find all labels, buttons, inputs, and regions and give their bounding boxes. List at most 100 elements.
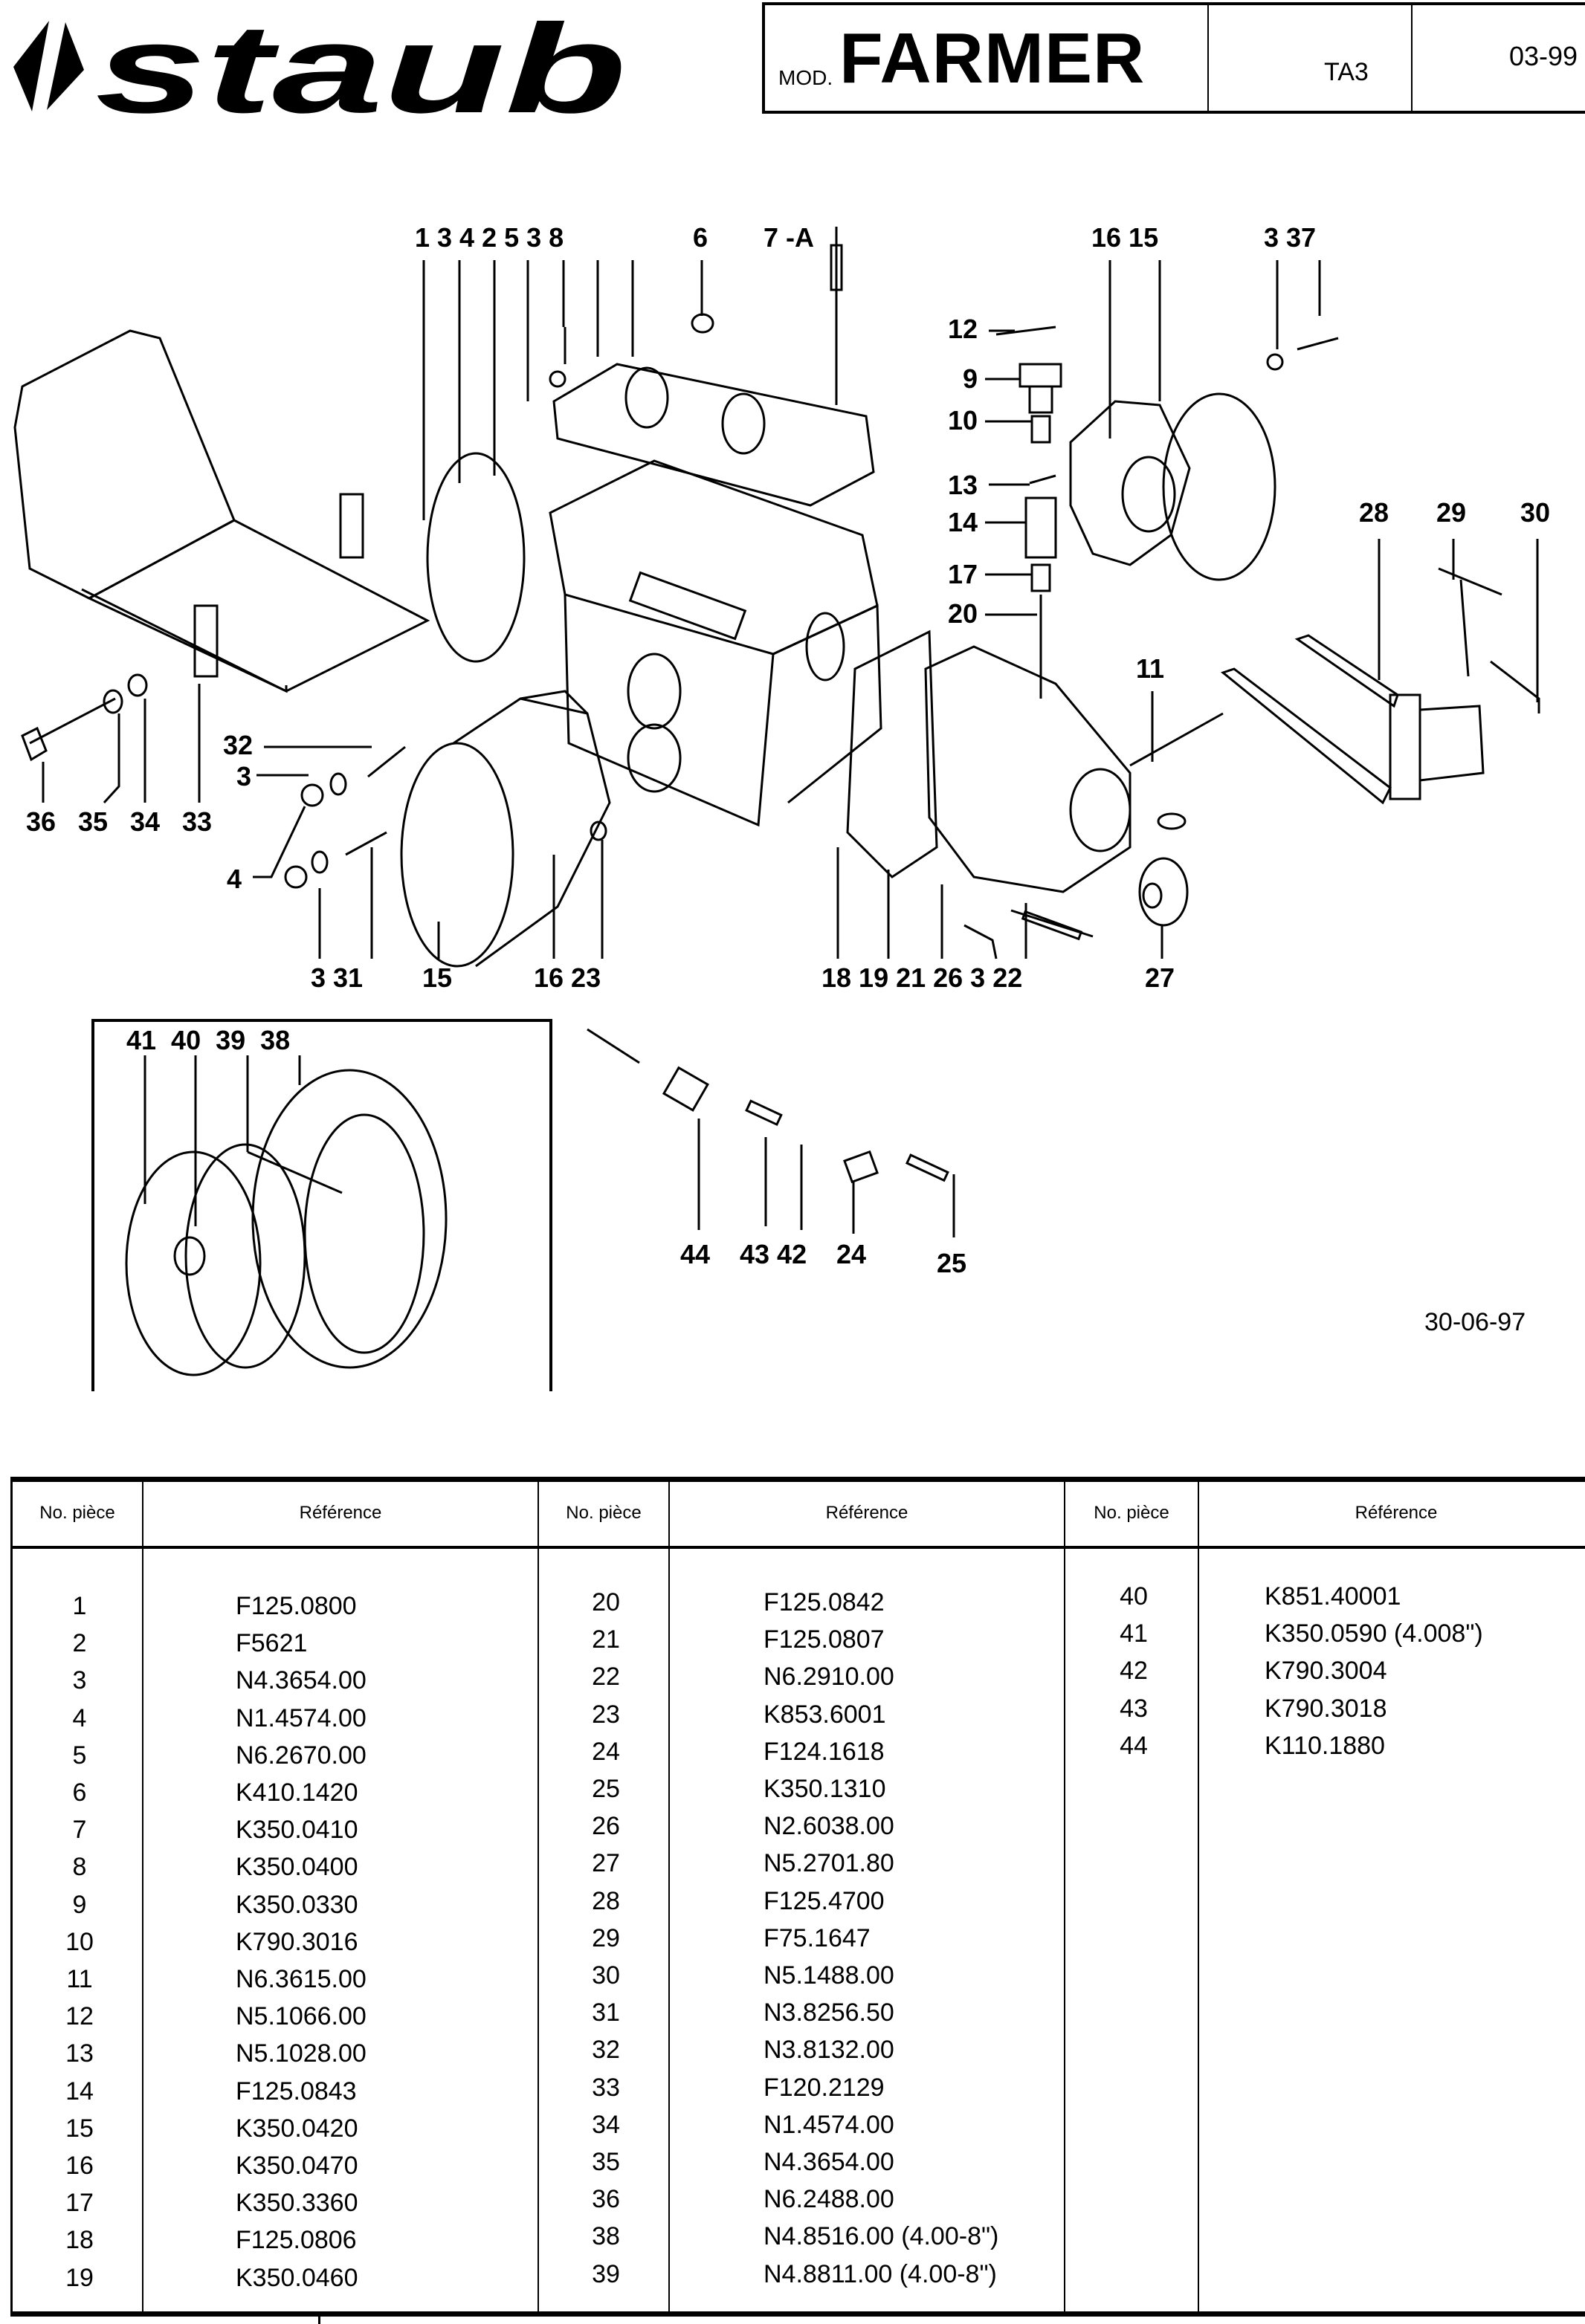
part-number: 38 [592, 2222, 620, 2251]
top-cover-drawing [552, 227, 875, 507]
part-number: 40 [1120, 1582, 1148, 1611]
part-number: 7 [72, 1816, 87, 1845]
bottom-rule [10, 2311, 1585, 2317]
staub-logo: staub [13, 13, 627, 125]
part-reference: F125.0843 [236, 2077, 357, 2105]
callout-16-15: 16 15 [1091, 222, 1158, 253]
part-number: 21 [592, 1625, 620, 1654]
code-cell: TA3 [1209, 5, 1413, 111]
date-cell: 03-99 [1413, 5, 1585, 111]
header-no-piece-3: No. pièce [1094, 1503, 1169, 1523]
callout-16-23: 16 23 [534, 962, 601, 993]
part-reference: F125.0842 [764, 1588, 885, 1616]
part-reference: N4.3654.00 [764, 2148, 894, 2176]
part-number: 17 [65, 2189, 94, 2218]
callout-25: 25 [937, 1248, 966, 1278]
part-reference: K790.3004 [1265, 1657, 1387, 1686]
header-divider [13, 1546, 1585, 1549]
shifter-parts-drawing [995, 326, 1062, 699]
part-number: 5 [72, 1741, 87, 1770]
part-number: 34 [592, 2110, 620, 2139]
callout-10: 10 [948, 405, 978, 436]
callout-20: 20 [948, 598, 978, 629]
logo-diamond-icon [13, 21, 84, 111]
part-number: 36 [592, 2185, 620, 2214]
side-cover-drawing [1069, 392, 1276, 581]
part-number: 42 [1120, 1657, 1148, 1686]
column-divider [538, 1482, 539, 2314]
callout-27: 27 [1145, 962, 1175, 993]
model-name: FARMER [839, 19, 1146, 98]
part-reference: N6.2488.00 [764, 2185, 894, 2214]
column-divider [668, 1482, 670, 2314]
part-reference: N6.2910.00 [764, 1663, 894, 1692]
rear-housing-drawing [846, 629, 1189, 941]
part-reference: F125.0806 [236, 2226, 357, 2255]
logo-wordmark: staub [95, 13, 627, 125]
callout-34: 34 [130, 806, 160, 837]
part-number: 1 [72, 1592, 87, 1620]
part-reference: F124.1618 [764, 1737, 885, 1766]
callout-6: 6 [693, 222, 708, 253]
part-number: 16 [65, 2152, 94, 2180]
part-reference: N1.4574.00 [764, 2110, 894, 2139]
header-reference-3: Référence [1355, 1503, 1438, 1523]
callout-14: 14 [948, 507, 978, 537]
callout-15: 15 [422, 962, 452, 993]
part-reference: K350.0410 [236, 1816, 358, 1845]
title-block: MOD. FARMER TA3 03-99 [762, 2, 1585, 114]
part-number: 10 [65, 1927, 94, 1956]
part-number: 19 [65, 2263, 94, 2292]
callout-11: 11 [1136, 653, 1164, 684]
part-reference: K350.0420 [236, 2114, 358, 2143]
part-number: 28 [592, 1886, 620, 1915]
part-number: 15 [65, 2114, 94, 2143]
callout-18-19-21-26-3-22: 18 19 21 26 3 22 [821, 962, 1022, 993]
callout-3-37: 3 37 [1264, 222, 1316, 253]
part-number: 41 [1120, 1619, 1148, 1648]
part-number: 29 [592, 1923, 620, 1952]
part-number: 39 [592, 2259, 620, 2288]
part-number: 3 [72, 1666, 87, 1695]
callout-24: 24 [836, 1239, 866, 1269]
header-reference-1: Référence [299, 1503, 382, 1523]
part-reference: N6.2670.00 [236, 1741, 367, 1770]
column-divider [1064, 1482, 1065, 2314]
part-number: 30 [592, 1961, 620, 1990]
seat-plate-drawing [13, 329, 430, 693]
part-number: 20 [592, 1588, 620, 1616]
part-reference: K350.0330 [236, 1890, 358, 1919]
part-reference: N4.3654.00 [236, 1666, 367, 1695]
part-reference: K350.0590 (4.008") [1265, 1619, 1483, 1648]
part-reference: N5.2701.80 [764, 1849, 894, 1878]
callout-28: 28 [1359, 497, 1389, 528]
callout-9: 9 [963, 363, 978, 394]
part-reference: N5.1028.00 [236, 2039, 367, 2068]
part-number: 31 [592, 1998, 620, 2027]
fasteners-drawing [21, 313, 1339, 909]
part-reference: N5.1488.00 [764, 1961, 894, 1990]
part-number: 43 [1120, 1694, 1148, 1723]
part-number: 44 [1120, 1731, 1148, 1760]
callout-29: 29 [1436, 497, 1466, 528]
callout-36: 36 [26, 806, 56, 837]
part-reference: K110.1880 [1265, 1731, 1385, 1760]
part-reference: N4.8516.00 (4.00-8") [764, 2222, 999, 2251]
part-number: 32 [592, 2036, 620, 2065]
part-reference: F125.0800 [236, 1592, 357, 1620]
callout-4: 4 [227, 864, 242, 894]
callout-41-40-39-38: 41 40 39 38 [126, 1025, 290, 1055]
part-number: 24 [592, 1737, 620, 1766]
part-reference: K350.0460 [236, 2263, 358, 2292]
part-reference: K790.3018 [1265, 1694, 1387, 1723]
part-reference: K851.40001 [1265, 1582, 1401, 1611]
part-number: 9 [72, 1890, 87, 1919]
callout-12: 12 [948, 314, 978, 344]
part-number: 14 [65, 2077, 94, 2105]
callout-33: 33 [182, 806, 212, 837]
part-reference: F5621 [236, 1629, 308, 1658]
revision-date: 03-99 [1509, 41, 1578, 71]
part-number: 23 [592, 1700, 620, 1729]
callout-44: 44 [680, 1239, 710, 1269]
model-code: TA3 [1324, 58, 1369, 86]
